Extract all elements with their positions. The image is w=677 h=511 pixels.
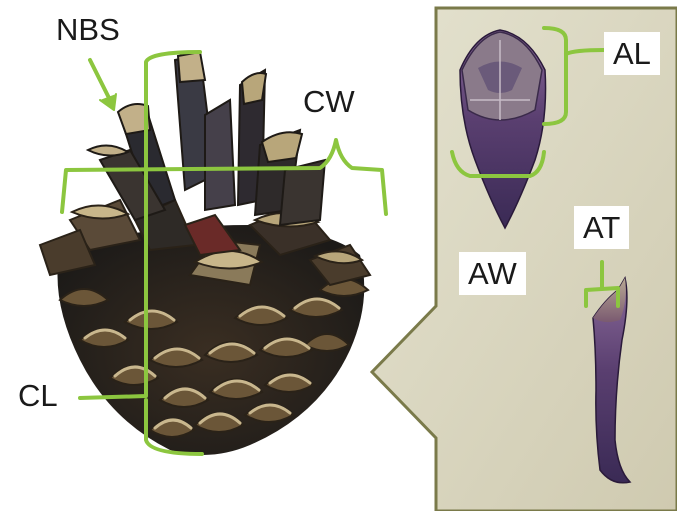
label-nbs: NBS <box>56 14 120 45</box>
label-cl: CL <box>18 380 58 411</box>
label-at: AT <box>574 206 629 249</box>
label-cw: CW <box>303 86 355 117</box>
label-aw: AW <box>459 252 526 295</box>
label-al: AL <box>604 32 660 75</box>
